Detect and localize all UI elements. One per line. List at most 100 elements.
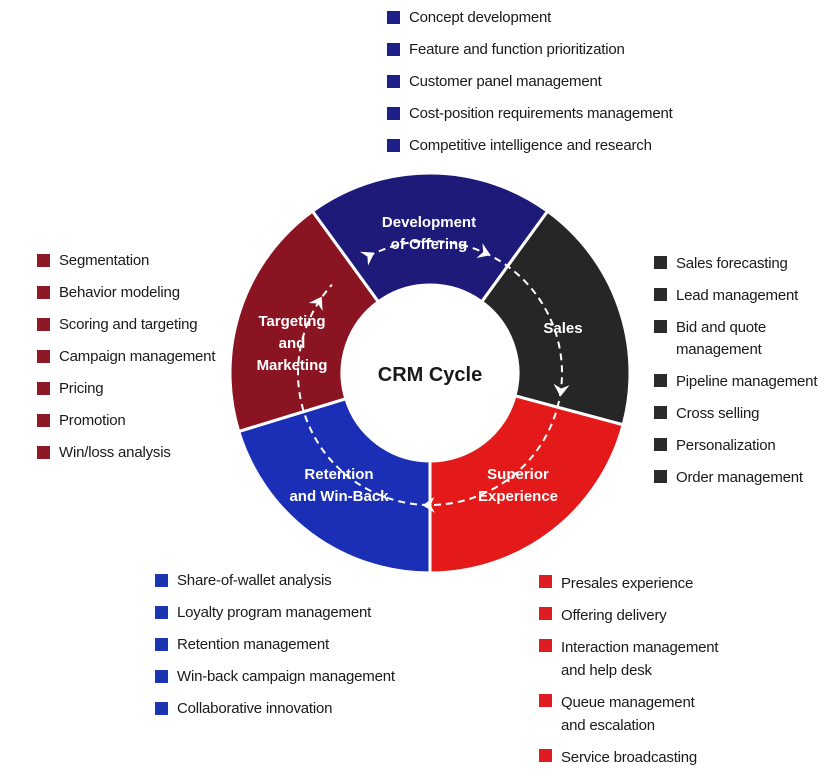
list-item-label: Win/loss analysis xyxy=(59,444,171,461)
bullet-square-icon xyxy=(155,638,168,651)
list-item-label: Feature and function prioritization xyxy=(409,41,625,58)
segment-label-development-line2: of Offering xyxy=(391,236,468,253)
center-hole xyxy=(342,285,518,461)
list-item: Competitive intelligence and research xyxy=(387,136,673,155)
segment-label-development-line1: Development xyxy=(382,214,476,231)
bullet-square-icon xyxy=(539,749,552,762)
list-item: Lead management xyxy=(654,285,817,307)
bullet-square-icon xyxy=(654,320,667,333)
segment-label-targeting-line1: Targeting xyxy=(258,313,325,330)
segment-label-retention-line2: and Win-Back xyxy=(289,488,389,505)
list-item: Cost-position requirements management xyxy=(387,104,673,123)
list-item-label: Concept development xyxy=(409,9,552,26)
segment-label-experience-line1: Superior xyxy=(487,466,549,483)
cycle-arrowhead-icon xyxy=(476,243,491,259)
bullet-square-icon xyxy=(37,286,50,299)
list-item-label: Win-back campaign management xyxy=(177,668,395,685)
list-item-label: Collaborative innovation xyxy=(177,700,333,717)
list-item-label: Presales experience xyxy=(561,575,694,592)
bullet-square-icon xyxy=(654,406,667,419)
list-item-label: Personalization xyxy=(676,437,776,454)
list-item: Win-back campaign management xyxy=(155,667,395,686)
list-item: Customer panel management xyxy=(387,72,673,91)
bullet-square-icon xyxy=(654,470,667,483)
bullet-square-icon xyxy=(654,256,667,269)
list-item: Pipeline management xyxy=(654,371,817,393)
list-item: Segmentation xyxy=(37,251,215,270)
segment-label-experience-line2: Experience xyxy=(478,488,558,505)
list-item-label: Service broadcasting xyxy=(561,749,698,766)
list-item-label: Scoring and targeting xyxy=(59,316,198,333)
list-item: Pricing xyxy=(37,379,215,398)
list-item: Cross selling xyxy=(654,403,817,425)
bullet-square-icon xyxy=(37,446,50,459)
list-item: Order management xyxy=(654,467,817,489)
list-item-label: Campaign management xyxy=(59,348,216,365)
list-item-label: Lead management xyxy=(676,287,799,304)
list-item-label: Pipeline management xyxy=(676,373,818,390)
center-label: CRM Cycle xyxy=(378,364,482,386)
bullet-square-icon xyxy=(387,75,400,88)
list-item-label: Retention management xyxy=(177,636,329,653)
bullet-square-icon xyxy=(155,670,168,683)
list-item-label: Customer panel management xyxy=(409,73,602,90)
bullet-square-icon xyxy=(539,639,552,652)
bullet-square-icon xyxy=(654,438,667,451)
bullet-square-icon xyxy=(539,607,552,620)
list-item-label: Order management xyxy=(676,469,803,486)
list-item: Behavior modeling xyxy=(37,283,215,302)
cycle-arrowhead-icon xyxy=(553,383,570,397)
list-item-label: Cross selling xyxy=(676,405,760,422)
list-item-label: Pricing xyxy=(59,380,104,397)
list-item-label: Cost-position requirements management xyxy=(409,105,673,122)
segment-label-sales: Sales xyxy=(543,320,582,337)
bullet-square-icon xyxy=(387,11,400,24)
list-item: Retention management xyxy=(155,635,395,654)
list-item: Presales experience xyxy=(539,572,718,595)
segment-label-retention-line1: Retention xyxy=(304,466,373,483)
list-item: Concept development xyxy=(387,8,673,27)
bullet-square-icon xyxy=(539,694,552,707)
list-item: Share-of-wallet analysis xyxy=(155,571,395,590)
bullet-square-icon xyxy=(387,139,400,152)
segment-label-targeting-line2: and xyxy=(279,335,306,352)
cycle-arrowhead-icon xyxy=(360,251,375,266)
bullet-square-icon xyxy=(387,43,400,56)
list-item: Scoring and targeting xyxy=(37,315,215,334)
bullet-square-icon xyxy=(37,382,50,395)
list-item-label: Offering delivery xyxy=(561,607,667,624)
list-item: Loyalty program management xyxy=(155,603,395,622)
bullet-square-icon xyxy=(654,374,667,387)
bullet-square-icon xyxy=(37,414,50,427)
bullet-square-icon xyxy=(37,254,50,267)
list-item: Personalization xyxy=(654,435,817,457)
segment-label-targeting-line3: Marketing xyxy=(257,357,328,374)
bullet-square-icon xyxy=(37,350,50,363)
list-item: Promotion xyxy=(37,411,215,430)
list-item-label: Competitive intelligence and research xyxy=(409,137,652,154)
bullet-square-icon xyxy=(654,288,667,301)
list-item: Feature and function prioritization xyxy=(387,40,673,59)
list-item: Campaign management xyxy=(37,347,215,366)
bullet-square-icon xyxy=(155,606,168,619)
list-item-label: Segmentation xyxy=(59,252,150,269)
list-item-label: Behavior modeling xyxy=(59,284,180,301)
list-item-label: Loyalty program management xyxy=(177,604,372,621)
list-item: Collaborative innovation xyxy=(155,699,395,718)
cycle-arrowhead-icon xyxy=(308,296,323,311)
bullet-square-icon xyxy=(539,575,552,588)
list-item-label: Promotion xyxy=(59,412,126,429)
bullet-square-icon xyxy=(37,318,50,331)
